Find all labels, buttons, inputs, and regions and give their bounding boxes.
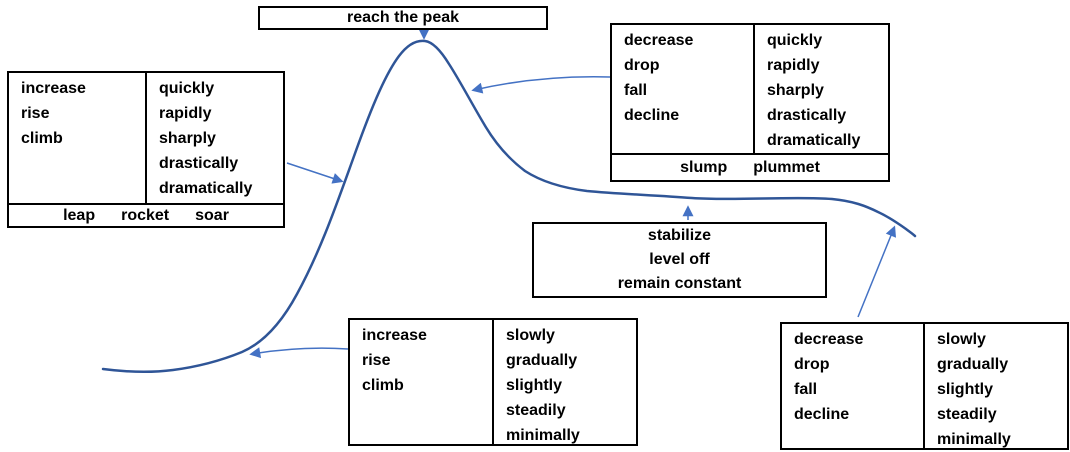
vocab-word: plummet: [753, 159, 820, 176]
box-increase-slow: increase rise climb slowly gradually sli…: [348, 318, 638, 446]
vocab-word: level off: [649, 251, 710, 268]
vocab-word: rise: [21, 105, 50, 122]
vocab-word: quickly: [159, 80, 215, 97]
adverbs-column: slowly gradually slightly steadily minim…: [494, 320, 580, 444]
vocab-word: gradually: [506, 352, 578, 369]
vocab-word: dramatically: [767, 132, 861, 149]
vocab-word: decline: [624, 107, 680, 124]
vocab-word: soar: [195, 207, 229, 224]
peak-label: reach the peak: [346, 9, 460, 26]
box-increase-fast: increase rise climb quickly rapidly shar…: [7, 71, 285, 228]
vocab-word: increase: [362, 327, 427, 344]
vocab-word: fall: [624, 82, 648, 99]
vocab-word: increase: [21, 80, 86, 97]
synonyms-row: slump plummet: [612, 153, 888, 180]
verbs-column: decrease drop fall decline: [782, 324, 925, 448]
vocab-word: drop: [624, 57, 660, 74]
vocab-word: minimally: [937, 431, 1011, 448]
adverbs-column: quickly rapidly sharply drastically dram…: [147, 73, 252, 203]
verbs-column: increase rise climb: [9, 73, 147, 203]
vocab-word: stabilize: [647, 227, 712, 244]
vocab-word: quickly: [767, 32, 823, 49]
vocab-word: steadily: [506, 402, 566, 419]
verbs-column: decrease drop fall decline: [612, 25, 755, 153]
synonyms-row: leap rocket soar: [9, 203, 283, 226]
vocab-word: fall: [794, 381, 818, 398]
box-decrease-slow: decrease drop fall decline slowly gradua…: [780, 322, 1069, 450]
vocab-word: drastically: [159, 155, 239, 172]
vocab-word: sharply: [159, 130, 216, 147]
vocab-word: slightly: [506, 377, 563, 394]
vocab-word: decrease: [794, 331, 864, 348]
box-stabilize: stabilize level off remain constant: [532, 222, 827, 298]
vocab-word: rapidly: [767, 57, 820, 74]
vocab-word: dramatically: [159, 180, 253, 197]
vocab-word: drop: [794, 356, 830, 373]
vocab-word: minimally: [506, 427, 580, 444]
vocab-word: slowly: [506, 327, 555, 344]
arrow-increase-fast: [286, 162, 344, 184]
box-decrease-fast: decrease drop fall decline quickly rapid…: [610, 23, 890, 182]
vocab-word: steadily: [937, 406, 997, 423]
vocab-word: decrease: [624, 32, 694, 49]
vocab-word: climb: [21, 130, 63, 147]
vocab-word: slightly: [937, 381, 994, 398]
vocab-word: sharply: [767, 82, 824, 99]
vocab-word: rise: [362, 352, 391, 369]
vocab-word: decline: [794, 406, 850, 423]
verbs-column: increase rise climb: [350, 320, 494, 444]
vocab-word: drastically: [767, 107, 847, 124]
vocab-word: gradually: [937, 356, 1009, 373]
trend-curve: [101, 39, 917, 374]
vocab-word: rocket: [121, 207, 170, 224]
vocab-word: leap: [63, 207, 96, 224]
arrow-decrease-fast: [471, 76, 611, 94]
vocab-word: slowly: [937, 331, 986, 348]
arrow-decrease-slow: [857, 225, 897, 318]
vocab-word: rapidly: [159, 105, 212, 122]
box-reach-the-peak: reach the peak: [258, 6, 548, 30]
arrow-increase-slow: [249, 347, 349, 359]
adverbs-column: slowly gradually slightly steadily minim…: [925, 324, 1011, 448]
vocab-word: remain constant: [617, 275, 742, 292]
vocab-word: slump: [680, 159, 728, 176]
adverbs-column: quickly rapidly sharply drastically dram…: [755, 25, 860, 153]
vocab-word: climb: [362, 377, 404, 394]
